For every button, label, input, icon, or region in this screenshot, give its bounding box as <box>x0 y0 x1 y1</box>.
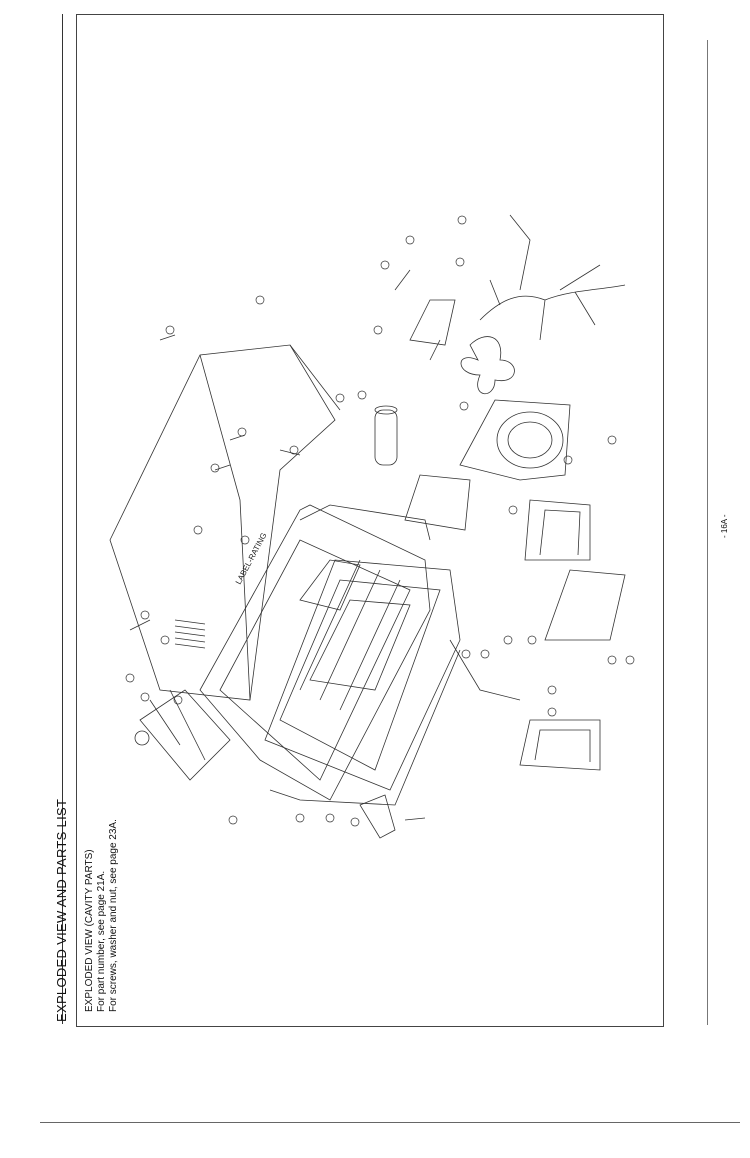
left-margin-rule <box>62 14 63 1024</box>
label-rating-text: LABEL-RATING <box>234 531 269 586</box>
drawing-frame <box>76 14 664 1027</box>
bottom-rule <box>40 1122 740 1123</box>
right-margin-rule <box>707 40 708 1025</box>
